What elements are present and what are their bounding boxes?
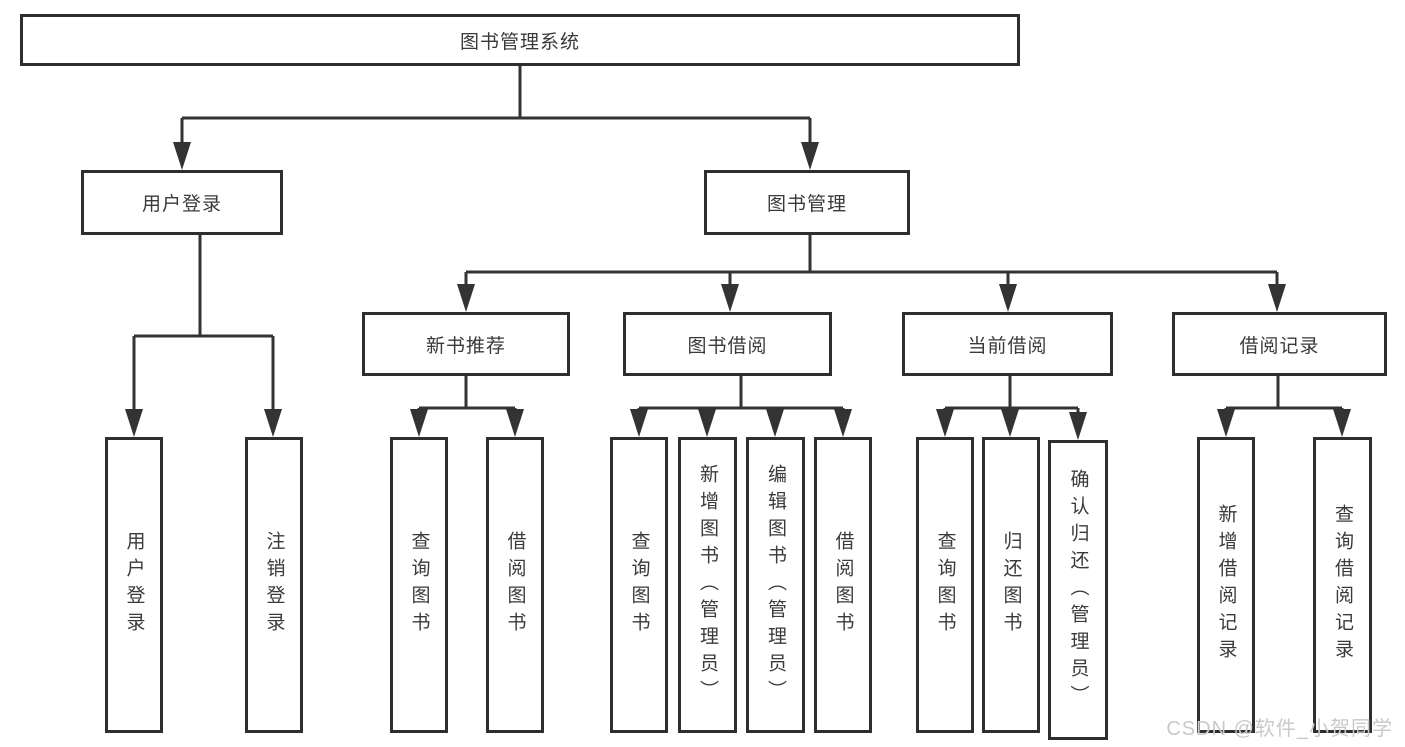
node-borrow-records: 借阅记录 (1172, 312, 1387, 376)
leaf-query-books-1: 查询图书 (390, 437, 448, 733)
leaf-return-books: 归还图书 (982, 437, 1040, 733)
node-book-borrow: 图书借阅 (623, 312, 832, 376)
leaf-confirm-return-admin: 确认归还（管理员） (1048, 440, 1108, 740)
leaf-logout: 注销登录 (245, 437, 303, 733)
leaf-borrow-books-2: 借阅图书 (814, 437, 872, 733)
node-current-borrow: 当前借阅 (902, 312, 1113, 376)
leaf-edit-books-admin: 编辑图书（管理员） (746, 437, 805, 733)
leaf-query-borrow-record: 查询借阅记录 (1313, 437, 1372, 733)
leaf-add-books-admin: 新增图书（管理员） (678, 437, 737, 733)
leaf-borrow-books-1: 借阅图书 (486, 437, 544, 733)
leaf-add-borrow-record: 新增借阅记录 (1197, 437, 1255, 733)
node-new-book-recommend: 新书推荐 (362, 312, 570, 376)
node-book-management: 图书管理 (704, 170, 910, 235)
leaf-user-login: 用户登录 (105, 437, 163, 733)
node-library-management-system: 图书管理系统 (20, 14, 1020, 66)
node-user-login-group: 用户登录 (81, 170, 283, 235)
leaf-query-books-3: 查询图书 (916, 437, 974, 733)
csdn-watermark: CSDN @软件_小贺同学 (1166, 718, 1393, 740)
leaf-query-books-2: 查询图书 (610, 437, 668, 733)
